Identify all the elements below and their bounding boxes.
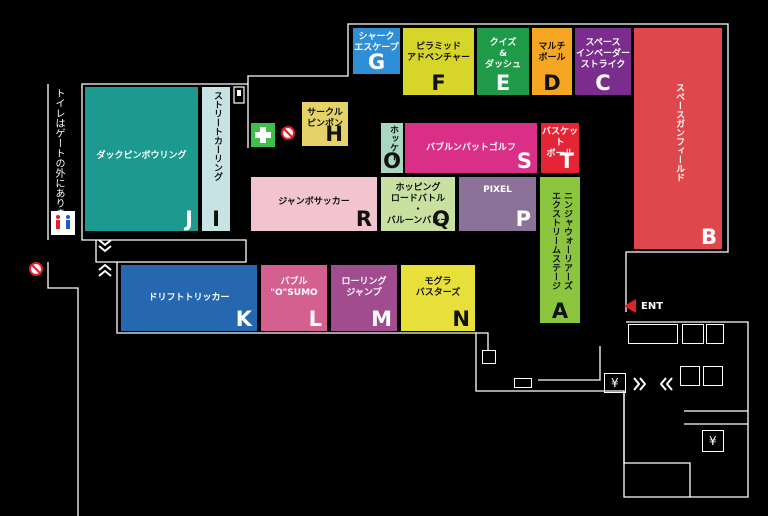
facility-box (628, 324, 678, 344)
locker-icon (233, 86, 245, 104)
attraction-letter: P (515, 207, 531, 231)
attraction-name: モグラ バスターズ (415, 277, 461, 298)
attraction-letter: D (543, 71, 561, 95)
toilet-icon (51, 211, 75, 235)
attraction-letter: N (452, 307, 470, 331)
attraction-letter: M (371, 307, 392, 331)
locker-icon (680, 366, 700, 386)
attraction-name: クイズ & ダッシュ (484, 38, 521, 70)
attraction-letter: T (559, 149, 574, 173)
attraction-name: ホッピング ロードバトル ・ バルーンバレー (386, 183, 450, 226)
attraction-m[interactable]: ローリング ジャンプ M (330, 264, 398, 332)
no-entry-icon (29, 262, 43, 276)
entrance-label: ENT (641, 300, 664, 312)
attraction-letter: R (355, 207, 372, 231)
attraction-letter: A (551, 299, 569, 323)
attraction-letter: H (325, 122, 343, 146)
attraction-name: スペースガンフィールド (674, 83, 684, 182)
attraction-letter: F (431, 71, 446, 95)
attraction-k[interactable]: ドリフトトリッカー K (120, 264, 258, 332)
attraction-name: ドリフトトリッカー (148, 293, 230, 303)
attraction-a[interactable]: ニンジャウォーリアーズ エクストリームステージ A (539, 176, 581, 324)
attraction-letter: K (235, 307, 252, 331)
attraction-letter: J (185, 207, 193, 231)
attraction-letter: Q (432, 207, 450, 231)
attraction-name: スペース インベーダー ストライク (575, 38, 630, 70)
locker-icon (482, 350, 496, 364)
attraction-f[interactable]: ピラミッド アドベンチャー F (402, 27, 475, 96)
facility-box (703, 366, 723, 386)
attraction-name: ダックピンボウリング (96, 151, 187, 161)
attraction-p[interactable]: PIXEL P (458, 176, 537, 232)
attraction-letter: O (383, 149, 401, 173)
entrance-arrow-icon (624, 299, 636, 313)
attraction-name: ニンジャウォーリアーズ エクストリームステージ (550, 191, 572, 290)
entrance-marker[interactable]: ENT (624, 299, 663, 313)
locker-icon (514, 378, 532, 388)
attraction-name: ピラミッド アドベンチャー (407, 42, 470, 63)
facility-box (706, 324, 724, 344)
attraction-name: シャーク エスケープ (354, 32, 399, 53)
toilet-note: トイレはゲートの外にあります (53, 88, 64, 228)
attraction-name: バブル "O"SUMO (270, 277, 318, 298)
yen-icon: ¥ (702, 430, 724, 452)
attraction-name: ローリング ジャンプ (341, 277, 387, 298)
attraction-b[interactable]: スペースガンフィールド B (633, 27, 723, 250)
attraction-name: ジャンボサッカー (278, 197, 350, 207)
attraction-name: バスケット ボール (541, 127, 578, 159)
attraction-letter: B (700, 225, 717, 249)
attraction-l[interactable]: バブル "O"SUMO L (260, 264, 328, 332)
chevron-icon (98, 239, 112, 277)
attraction-letter: L (308, 307, 322, 331)
facility-box (682, 324, 704, 344)
attraction-j[interactable]: ダックピンボウリング J (84, 86, 199, 232)
attraction-letter: E (495, 71, 511, 95)
walls (47, 23, 749, 516)
yen-icon: ¥ (604, 373, 626, 393)
attraction-name: マルチ ボール (538, 42, 566, 63)
attraction-name: バブルンパットゴルフ (426, 143, 516, 153)
attraction-name: ストリートカーリング (212, 91, 222, 181)
attraction-d[interactable]: マルチ ボール D (531, 27, 573, 96)
attraction-letter: C (595, 71, 611, 95)
no-entry-icon (281, 126, 295, 140)
attraction-letter: S (516, 149, 532, 173)
attraction-letter: I (212, 207, 220, 231)
attraction-name: サークル ピンポン (306, 108, 343, 129)
attraction-letter: G (367, 50, 386, 74)
attraction-n[interactable]: モグラ バスターズ N (400, 264, 476, 332)
chevron-icon (633, 377, 673, 391)
attraction-i[interactable]: ストリートカーリング I (201, 86, 231, 232)
attraction-name: ホッケー (388, 125, 398, 161)
attraction-r[interactable]: ジャンボサッカー R (250, 176, 378, 232)
first-aid-icon (251, 123, 275, 147)
attraction-name: PIXEL (483, 185, 512, 195)
